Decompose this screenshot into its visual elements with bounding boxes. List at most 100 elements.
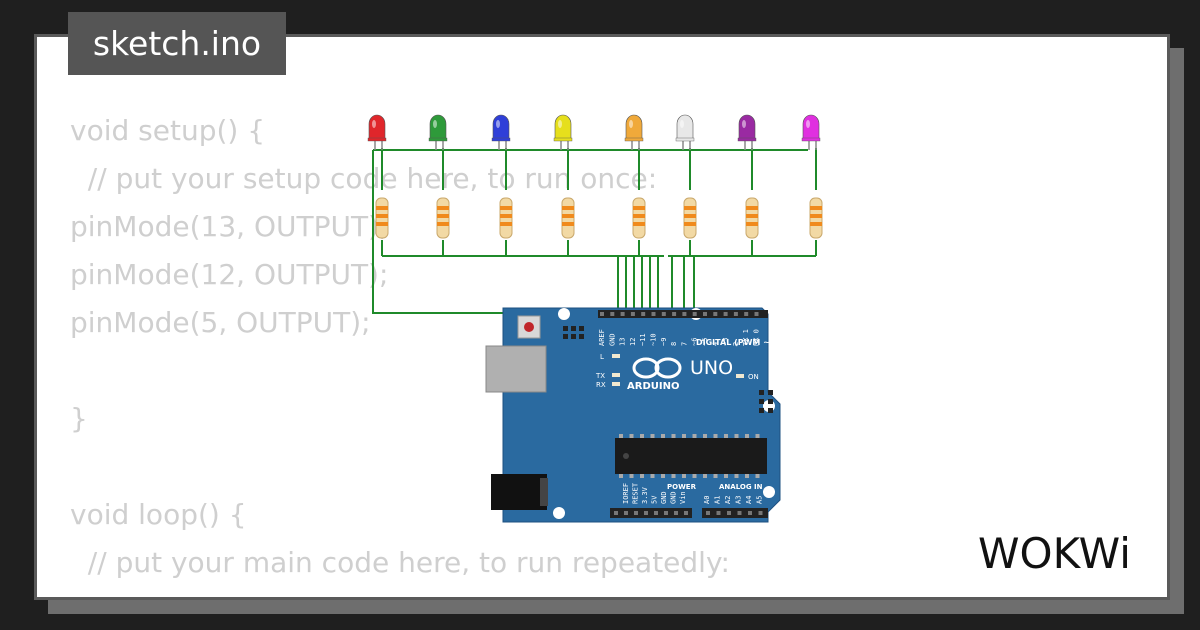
resistor-band (633, 222, 645, 226)
chip-pin (755, 474, 760, 478)
header-pin (610, 312, 615, 316)
header-pin (654, 511, 658, 515)
rx-indicator (612, 382, 620, 386)
header-pin (579, 326, 584, 331)
tx-indicator (612, 373, 620, 377)
chip-pin (692, 434, 697, 438)
analog-pin-label: A3 (735, 496, 743, 504)
resistor-band (500, 206, 512, 210)
code-editor[interactable]: void setup() { // put your setup code he… (70, 107, 730, 597)
chip-pin (745, 474, 749, 478)
arduino-logo-left (632, 357, 660, 379)
wire (372, 150, 625, 314)
pin-label: 8 (670, 342, 678, 346)
resistor (683, 197, 697, 239)
chip-pin (724, 474, 728, 478)
header-pin (703, 312, 707, 316)
pin-label: AREF (598, 329, 606, 346)
analog-pin-label: A0 (703, 496, 711, 504)
chip-pin (629, 474, 634, 478)
led-body (738, 114, 756, 141)
chip-pin (703, 474, 707, 478)
chip-pin (619, 474, 623, 478)
power-pin-label: 5V (651, 495, 659, 504)
header-pin (716, 511, 721, 515)
header-pin (672, 312, 677, 316)
header-pin (579, 334, 584, 339)
chip-pin (713, 474, 718, 478)
chip-pin (661, 474, 665, 478)
led-yellow (553, 114, 573, 150)
file-tab[interactable]: sketch.ino (68, 12, 286, 75)
on-indicator (736, 374, 744, 378)
arduino-logo-right (654, 357, 682, 379)
led-highlight (806, 120, 810, 128)
resistor-band (746, 206, 758, 210)
pin-label: ~11 (639, 333, 647, 346)
code-line: digitalWrite(5, LOW); (70, 587, 730, 597)
led-body (802, 114, 820, 141)
header-pin (733, 312, 738, 316)
led-purple (737, 114, 757, 150)
power-pin-label: RESET (632, 482, 640, 504)
resistor-band (562, 222, 574, 226)
chip-pin (640, 434, 644, 438)
chip-pin (755, 434, 760, 438)
resistor (436, 197, 450, 239)
led-highlight (496, 120, 500, 128)
led-highlight (680, 120, 684, 128)
header-pin (759, 408, 764, 413)
mounting-hole (763, 486, 775, 498)
led-body (492, 114, 510, 141)
analog-pin-label: A2 (724, 496, 732, 504)
header-pin (744, 312, 749, 316)
resistor-band (684, 206, 696, 210)
resistor-band (746, 222, 758, 226)
resistor-band (810, 206, 822, 210)
header-pin (682, 312, 687, 316)
power-pin-label: GND (670, 491, 678, 504)
resistor (561, 197, 575, 239)
mounting-hole (553, 507, 565, 519)
led-magenta (801, 114, 821, 150)
power-pin-label: IOREF (622, 483, 630, 504)
pin-label: TX 1 (742, 329, 750, 346)
chip-pin (650, 434, 655, 438)
header-pin (768, 390, 773, 395)
pin-label: RX 0 (753, 329, 761, 346)
power-header (610, 508, 692, 518)
header-pin (641, 312, 646, 316)
led-rim (553, 137, 573, 142)
header-pin (634, 511, 638, 515)
led-body (554, 114, 572, 141)
l-label: L (600, 353, 604, 361)
header-pin (713, 312, 718, 316)
header-pin (620, 312, 625, 316)
resistor (745, 197, 759, 239)
chip-notch (623, 453, 629, 459)
header-pin (684, 511, 688, 515)
analog-label: ANALOG IN (719, 483, 763, 491)
pin-label: ~3 (722, 338, 730, 346)
resistor-band (810, 214, 822, 218)
header-pin (759, 390, 764, 395)
led-body (429, 114, 447, 141)
pin-label: 12 (629, 338, 637, 346)
resistor-band (684, 222, 696, 226)
resistor (809, 197, 823, 239)
led-rim (491, 137, 511, 142)
chip-pin (682, 474, 686, 478)
chip-pin (619, 434, 623, 438)
tx-label: TX (595, 372, 605, 380)
led-highlight (433, 120, 437, 128)
analog-pin-label: A1 (714, 496, 722, 504)
led-body (368, 114, 386, 141)
led-body (676, 114, 694, 141)
resistor-band (633, 214, 645, 218)
pin-label: ~10 (650, 333, 658, 346)
resistor-band (562, 214, 574, 218)
header-pin (624, 511, 628, 515)
pin-label: GND (608, 333, 616, 346)
